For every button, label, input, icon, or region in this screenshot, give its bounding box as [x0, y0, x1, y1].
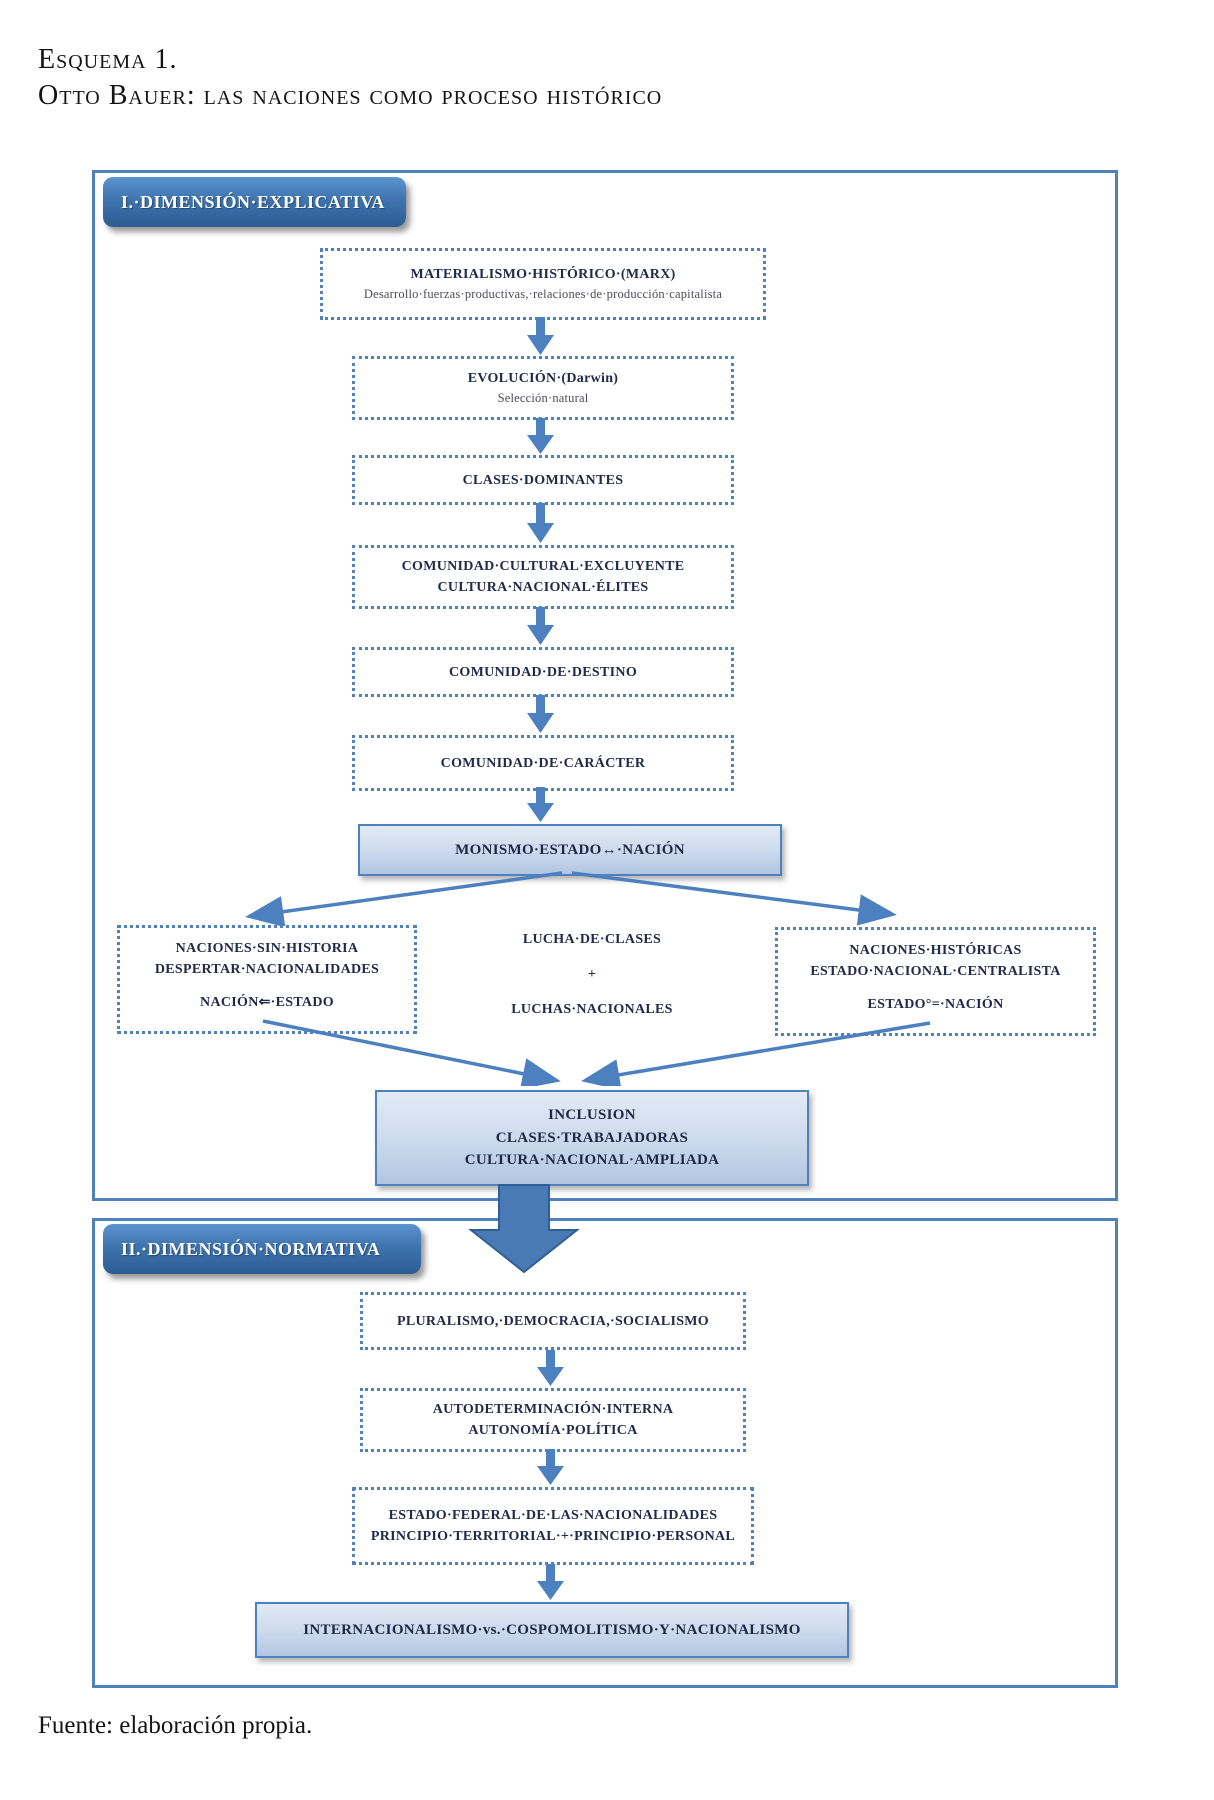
box-estado-federal-title: ESTADO·FEDERAL·DE·LAS·NACIONALIDADES	[388, 1508, 718, 1523]
box-evolucion-title: EVOLUCIÓN·(Darwin)	[467, 371, 619, 387]
down-arrow-icon	[537, 1350, 564, 1386]
box-materialismo: MATERIALISMO·HISTÓRICO·(MARX) Desarrollo…	[320, 248, 766, 320]
section2-tab: II.·DIMENSIÓN·NORMATIVA	[103, 1224, 421, 1274]
down-arrow-icon	[527, 695, 554, 733]
section1-tab: I.·DIMENSIÓN·EXPLICATIVA	[103, 177, 406, 227]
box-estado-federal-title2: PRINCIPIO·TERRITORIAL·+·PRINCIPIO·PERSON…	[370, 1529, 736, 1544]
box-naciones-historicas-line2: ESTADO·NACIONAL·CENTRALISTA	[810, 964, 1061, 979]
box-clases-dominantes: CLASES·DOMINANTES	[352, 455, 734, 505]
diverge-connectors	[245, 871, 897, 926]
down-arrow-icon	[527, 317, 554, 355]
figure-title-line2: Otto Bauer: las naciones como proceso hi…	[38, 80, 663, 111]
box-inclusion-line3: CULTURA·NACIONAL·AMPLIADA	[464, 1152, 720, 1169]
box-pluralismo: PLURALISMO,·DEMOCRACIA,·SOCIALISMO	[360, 1292, 746, 1350]
box-naciones-sin-historia-line1: NACIONES·SIN·HISTORIA	[175, 941, 359, 956]
box-naciones-sin-historia-line3: NACIÓN⇐·ESTADO	[200, 995, 334, 1010]
text-lucha-de-clases: LUCHA·DE·CLASES + LUCHAS·NACIONALES	[467, 932, 717, 1018]
box-comunidad-caracter: COMUNIDAD·DE·CARÁCTER	[352, 735, 734, 791]
box-comunidad-cultural-title2: CULTURA·NACIONAL·ÉLITES	[437, 580, 649, 595]
box-evolucion: EVOLUCIÓN·(Darwin) Selección·natural	[352, 356, 734, 420]
box-autodeterminacion-title: AUTODETERMINACIÓN·INTERNA	[432, 1402, 674, 1417]
box-comunidad-cultural-title: COMUNIDAD·CULTURAL·EXCLUYENTE	[401, 559, 685, 574]
section-transition-arrow-icon	[468, 1184, 580, 1274]
down-arrow-icon	[537, 1564, 564, 1600]
figure-title-line1: Esquema 1.	[38, 44, 178, 75]
box-comunidad-cultural: COMUNIDAD·CULTURAL·EXCLUYENTE CULTURA·NA…	[352, 545, 734, 609]
box-comunidad-destino: COMUNIDAD·DE·DESTINO	[352, 647, 734, 697]
box-inclusion-line2: CLASES·TRABAJADORAS	[495, 1129, 689, 1146]
down-arrow-icon	[527, 418, 554, 454]
box-autodeterminacion-title2: AUTONOMÍA·POLÍTICA	[468, 1423, 638, 1438]
box-clases-dominantes-title: CLASES·DOMINANTES	[462, 472, 624, 488]
box-naciones-historicas: NACIONES·HISTÓRICAS ESTADO·NACIONAL·CENT…	[775, 927, 1096, 1036]
box-internacionalismo-title: INTERNACIONALISMO·vs.·COSPOMOLITISMO·Y·N…	[303, 1621, 801, 1638]
box-autodeterminacion: AUTODETERMINACIÓN·INTERNA AUTONOMÍA·POLÍ…	[360, 1388, 746, 1452]
box-materialismo-title: MATERIALISMO·HISTÓRICO·(MARX)	[410, 267, 676, 283]
box-monismo: MONISMO·ESTADO↔·NACIÓN	[358, 824, 782, 876]
box-comunidad-caracter-title: COMUNIDAD·DE·CARÁCTER	[440, 755, 646, 771]
box-naciones-sin-historia: NACIONES·SIN·HISTORIA DESPERTAR·NACIONAL…	[117, 925, 417, 1034]
box-internacionalismo: INTERNACIONALISMO·vs.·COSPOMOLITISMO·Y·N…	[255, 1602, 849, 1658]
figure-title: Esquema 1. Otto Bauer: las naciones como…	[38, 42, 662, 114]
box-materialismo-subtitle: Desarrollo·fuerzas·productivas,·relacion…	[363, 287, 723, 302]
down-arrow-icon	[527, 503, 554, 543]
box-evolucion-subtitle: Selección·natural	[497, 391, 589, 406]
lucha-line1: LUCHA·DE·CLASES	[522, 932, 662, 947]
converge-connectors	[262, 1019, 931, 1086]
box-naciones-historicas-line1: NACIONES·HISTÓRICAS	[849, 943, 1022, 958]
box-naciones-historicas-line3: ESTADO°=·NACIÓN	[867, 997, 1004, 1012]
box-pluralismo-title: PLURALISMO,·DEMOCRACIA,·SOCIALISMO	[396, 1313, 709, 1329]
box-estado-federal: ESTADO·FEDERAL·DE·LAS·NACIONALIDADES PRI…	[352, 1487, 754, 1565]
down-arrow-icon	[527, 787, 554, 822]
lucha-line3: LUCHAS·NACIONALES	[511, 1002, 673, 1017]
lucha-line2: +	[587, 967, 597, 982]
box-inclusion-line1: INCLUSION	[548, 1107, 636, 1124]
box-naciones-sin-historia-line2: DESPERTAR·NACIONALIDADES	[154, 962, 380, 977]
box-monismo-title: MONISMO·ESTADO↔·NACIÓN	[455, 841, 685, 858]
down-arrow-icon	[537, 1449, 564, 1485]
down-arrow-icon	[527, 607, 554, 645]
box-inclusion: INCLUSION CLASES·TRABAJADORAS CULTURA·NA…	[375, 1090, 809, 1186]
box-comunidad-destino-title: COMUNIDAD·DE·DESTINO	[448, 664, 638, 680]
source-note: Fuente: elaboración propia.	[38, 1712, 313, 1739]
